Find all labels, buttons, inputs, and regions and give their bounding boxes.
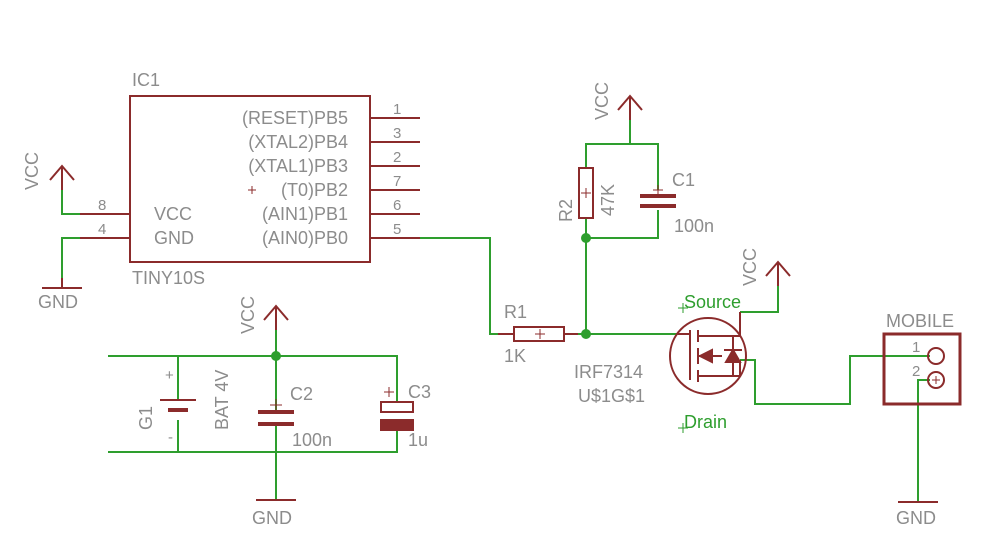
connector-ref: MOBILE <box>886 311 954 331</box>
junction-gate <box>581 329 591 339</box>
connector-pin-number: 2 <box>912 363 920 380</box>
ic1-pin-number: 7 <box>393 173 401 190</box>
wire-drain-connector <box>740 355 930 405</box>
ic1-pin-name: (RESET)PB5 <box>242 108 348 128</box>
gnd-symbol-ic: GND <box>38 278 82 312</box>
mosfet-drain-label: Drain <box>684 412 727 432</box>
r1-value: 1K <box>504 346 526 366</box>
gnd-label: GND <box>252 508 292 528</box>
ic1-pin-name: (XTAL1)PB3 <box>248 156 348 176</box>
vcc-label: VCC <box>592 82 612 120</box>
gnd-symbol-connector: GND <box>896 501 938 528</box>
ic1: IC1 TINY10S (RESET)PB5 (XTAL2)PB4 (XTAL1… <box>80 70 420 288</box>
junction-r2-c1 <box>581 233 591 243</box>
ic1-pin-name: (XTAL2)PB4 <box>248 132 348 152</box>
c2-value: 100n <box>292 430 332 450</box>
junction-bus-vcc <box>271 351 281 361</box>
ic1-pin-name: GND <box>154 228 194 248</box>
wire-connector-gnd <box>917 379 930 502</box>
ic1-value: TINY10S <box>132 268 205 288</box>
gnd-symbol-battery: GND <box>252 499 296 528</box>
ic1-pin-name: (T0)PB2 <box>281 180 348 200</box>
r2-value: 47K <box>598 184 618 216</box>
ic1-pin-name: (AIN1)PB1 <box>262 204 348 224</box>
battery-minus: - <box>168 429 173 446</box>
c1-value: 100n <box>674 216 714 236</box>
gnd-label: GND <box>38 292 78 312</box>
battery-ref: G1 <box>136 406 156 430</box>
wire-vcc-c1 <box>630 143 659 190</box>
mosfet-source-label: Source <box>684 292 741 312</box>
mosfet-value: IRF7314 <box>574 362 643 382</box>
ic1-pin-number: 5 <box>393 221 401 238</box>
ic1-pin-number: 3 <box>393 125 401 142</box>
vcc-symbol-battery: VCC <box>238 296 289 334</box>
vcc-symbol-r2: VCC <box>592 82 643 120</box>
wire-gnd-ic <box>61 237 130 288</box>
r2-ref: R2 <box>556 199 576 222</box>
wire-c1-r2 <box>586 210 659 239</box>
wire-vcc-r2 <box>585 100 631 168</box>
capacitor-c2: C2 100n <box>258 384 332 450</box>
mosfet-drain-cross <box>678 423 688 433</box>
ic1-pin-number: 4 <box>98 221 106 238</box>
r1-ref: R1 <box>504 302 527 322</box>
c3-value: 1u <box>408 430 428 450</box>
resistor-r2: R2 47K <box>556 167 618 222</box>
ic1-origin-cross <box>248 186 256 194</box>
mosfet-source-cross <box>678 303 688 313</box>
wires <box>61 100 930 502</box>
ic1-pin-number: 1 <box>393 101 401 118</box>
wire-bus-top <box>108 355 398 402</box>
ic1-pin-number: 6 <box>393 197 401 214</box>
resistor-r1: R1 1K <box>498 302 578 366</box>
vcc-symbol-source: VCC <box>740 248 791 286</box>
vcc-label: VCC <box>740 248 760 286</box>
connector-mobile: MOBILE 1 2 <box>882 311 962 406</box>
vcc-label: VCC <box>238 296 258 334</box>
c1-ref: C1 <box>672 170 695 190</box>
battery-plus: + <box>165 367 174 384</box>
battery-g1: + - G1 BAT 4V <box>136 367 232 446</box>
wire-vcc-ic <box>61 168 130 215</box>
ic1-pin-number: 8 <box>98 197 106 214</box>
wire-pb0-r1 <box>420 237 514 335</box>
battery-value: BAT 4V <box>212 370 232 430</box>
capacitor-c1: C1 100n <box>640 170 714 236</box>
vcc-label: VCC <box>22 152 42 190</box>
vcc-symbol-ic: VCC <box>22 152 75 190</box>
c3-ref: C3 <box>408 382 431 402</box>
ic1-pin-name: (AIN0)PB0 <box>262 228 348 248</box>
ic1-pin-name: VCC <box>154 204 192 224</box>
connector-pin-number: 1 <box>912 339 920 356</box>
c2-ref: C2 <box>290 384 313 404</box>
wire-bus-bottom <box>108 430 398 453</box>
gnd-label: GND <box>896 508 936 528</box>
mosfet-ref: U$1G$1 <box>578 386 645 406</box>
ic1-body <box>129 95 371 263</box>
mosfet-irf7314: IRF7314 U$1G$1 Source Drain <box>574 292 747 433</box>
ic1-pin-number: 2 <box>393 149 401 166</box>
capacitor-c3: C3 1u <box>380 382 431 450</box>
ic1-ref: IC1 <box>132 70 160 90</box>
